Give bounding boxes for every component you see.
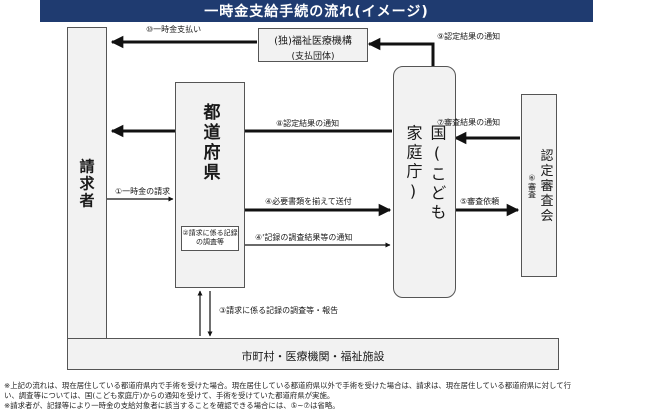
country-label: 国(こども家庭庁)	[403, 124, 447, 223]
prefecture-box: 都道府県 ②請求に係る記録の調査等	[175, 82, 245, 288]
municipal-box: 市町村・医療機関・福祉施設	[67, 338, 559, 370]
committee-box: 認定審査会 ⑥審査	[521, 94, 557, 277]
label-1-claim: ①一時金の請求	[115, 187, 171, 196]
committee-sub-label: ⑥審査	[527, 173, 537, 198]
prefecture-sub-label: ②請求に係る記録の調査等	[182, 229, 238, 246]
label-9-notify-welfare: ⑨認定結果の通知	[437, 32, 501, 41]
welfare-org-box: (独)福祉医療機構 (支払団体)	[258, 28, 368, 62]
label-7-review-result: ⑦審査結果の通知	[437, 118, 501, 127]
footnote-line-2: い、調査等については、国(こども家庭庁)からの通知を受けて、手術を受けていた都道…	[4, 391, 335, 400]
label-4b-survey-result: ④'記録の調査結果等の通知	[255, 233, 353, 242]
municipal-label: 市町村・医療機関・福祉施設	[241, 350, 385, 363]
label-3-survey-report: ③請求に係る記録の調査等・報告	[219, 306, 339, 315]
claimant-box: 請求者	[67, 27, 107, 340]
page-title: 一時金支給手続の流れ(イメージ)	[40, 0, 593, 22]
country-box: 国(こども家庭庁)	[393, 66, 456, 298]
committee-label: 認定審査会	[537, 148, 553, 223]
label-10-payment: ⑩一時金支払い	[146, 25, 202, 34]
label-8-notify-claimant: ⑧認定結果の通知	[276, 119, 340, 128]
arrow-9-notify-welfare	[367, 37, 435, 66]
welfare-org-label: (独)福祉医療機構	[274, 36, 352, 47]
prefecture-label: 都道府県	[199, 103, 220, 183]
claimant-label: 請求者	[77, 158, 96, 209]
welfare-org-sub-label: (支払団体)	[291, 52, 335, 62]
label-4-send-docs: ④必要書類を揃えて送付	[265, 197, 352, 206]
footnote-line-1: ※上記の流れは、現在居住している都道府県内で手術を受けた場合。現在居住している都…	[4, 381, 572, 390]
footnote-line-3: ※請求者が、記録等により一時金の支給対象者に該当することを確認できる場合には、⑤…	[4, 401, 340, 410]
label-5-review-request: ⑤審査依頼	[460, 197, 500, 206]
prefecture-sub-box: ②請求に係る記録の調査等	[181, 226, 239, 251]
